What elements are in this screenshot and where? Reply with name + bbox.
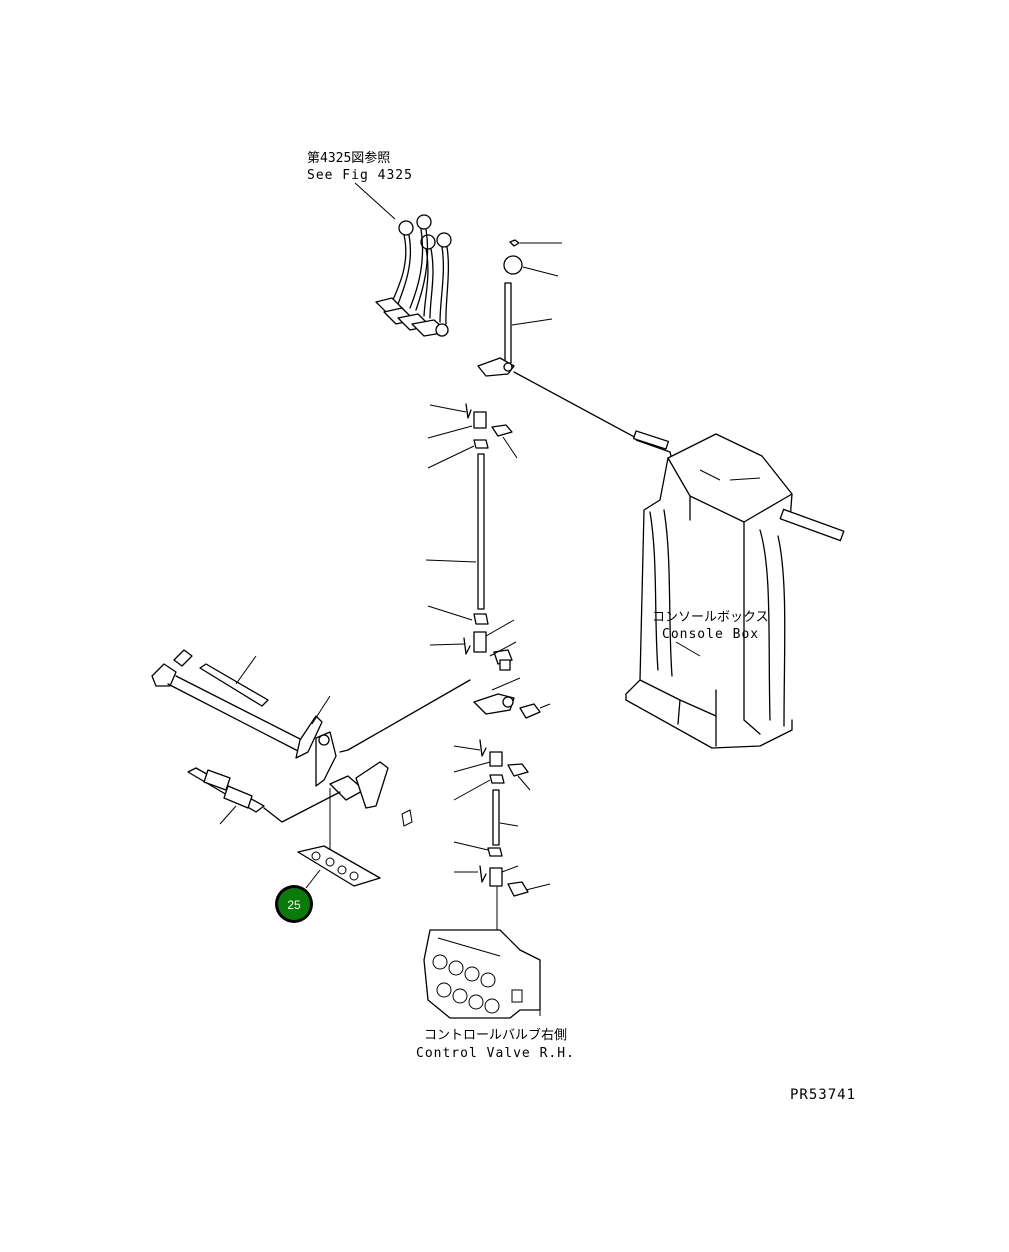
control-valve [423, 929, 541, 1019]
console-box-label-ja: コンソールボックス [652, 610, 769, 625]
callout-25-number: 25 [287, 898, 301, 912]
control-valve-label-en: Control Valve R.H. [416, 1046, 575, 1061]
lower-left-linkage [151, 649, 413, 850]
see-fig-label-ja: 第4325図参照 [307, 150, 390, 166]
callout-25[interactable]: 25 [275, 885, 313, 923]
see-fig-label-en: See Fig 4325 [307, 168, 413, 183]
console-box [625, 430, 845, 749]
bracket-plate [297, 845, 381, 887]
lever-group [375, 214, 452, 337]
console-box-label-en: Console Box [662, 627, 759, 642]
control-valve-label-ja: コントロールバルブ右側 [424, 1027, 567, 1043]
drawing-number: PR53741 [790, 1087, 856, 1103]
